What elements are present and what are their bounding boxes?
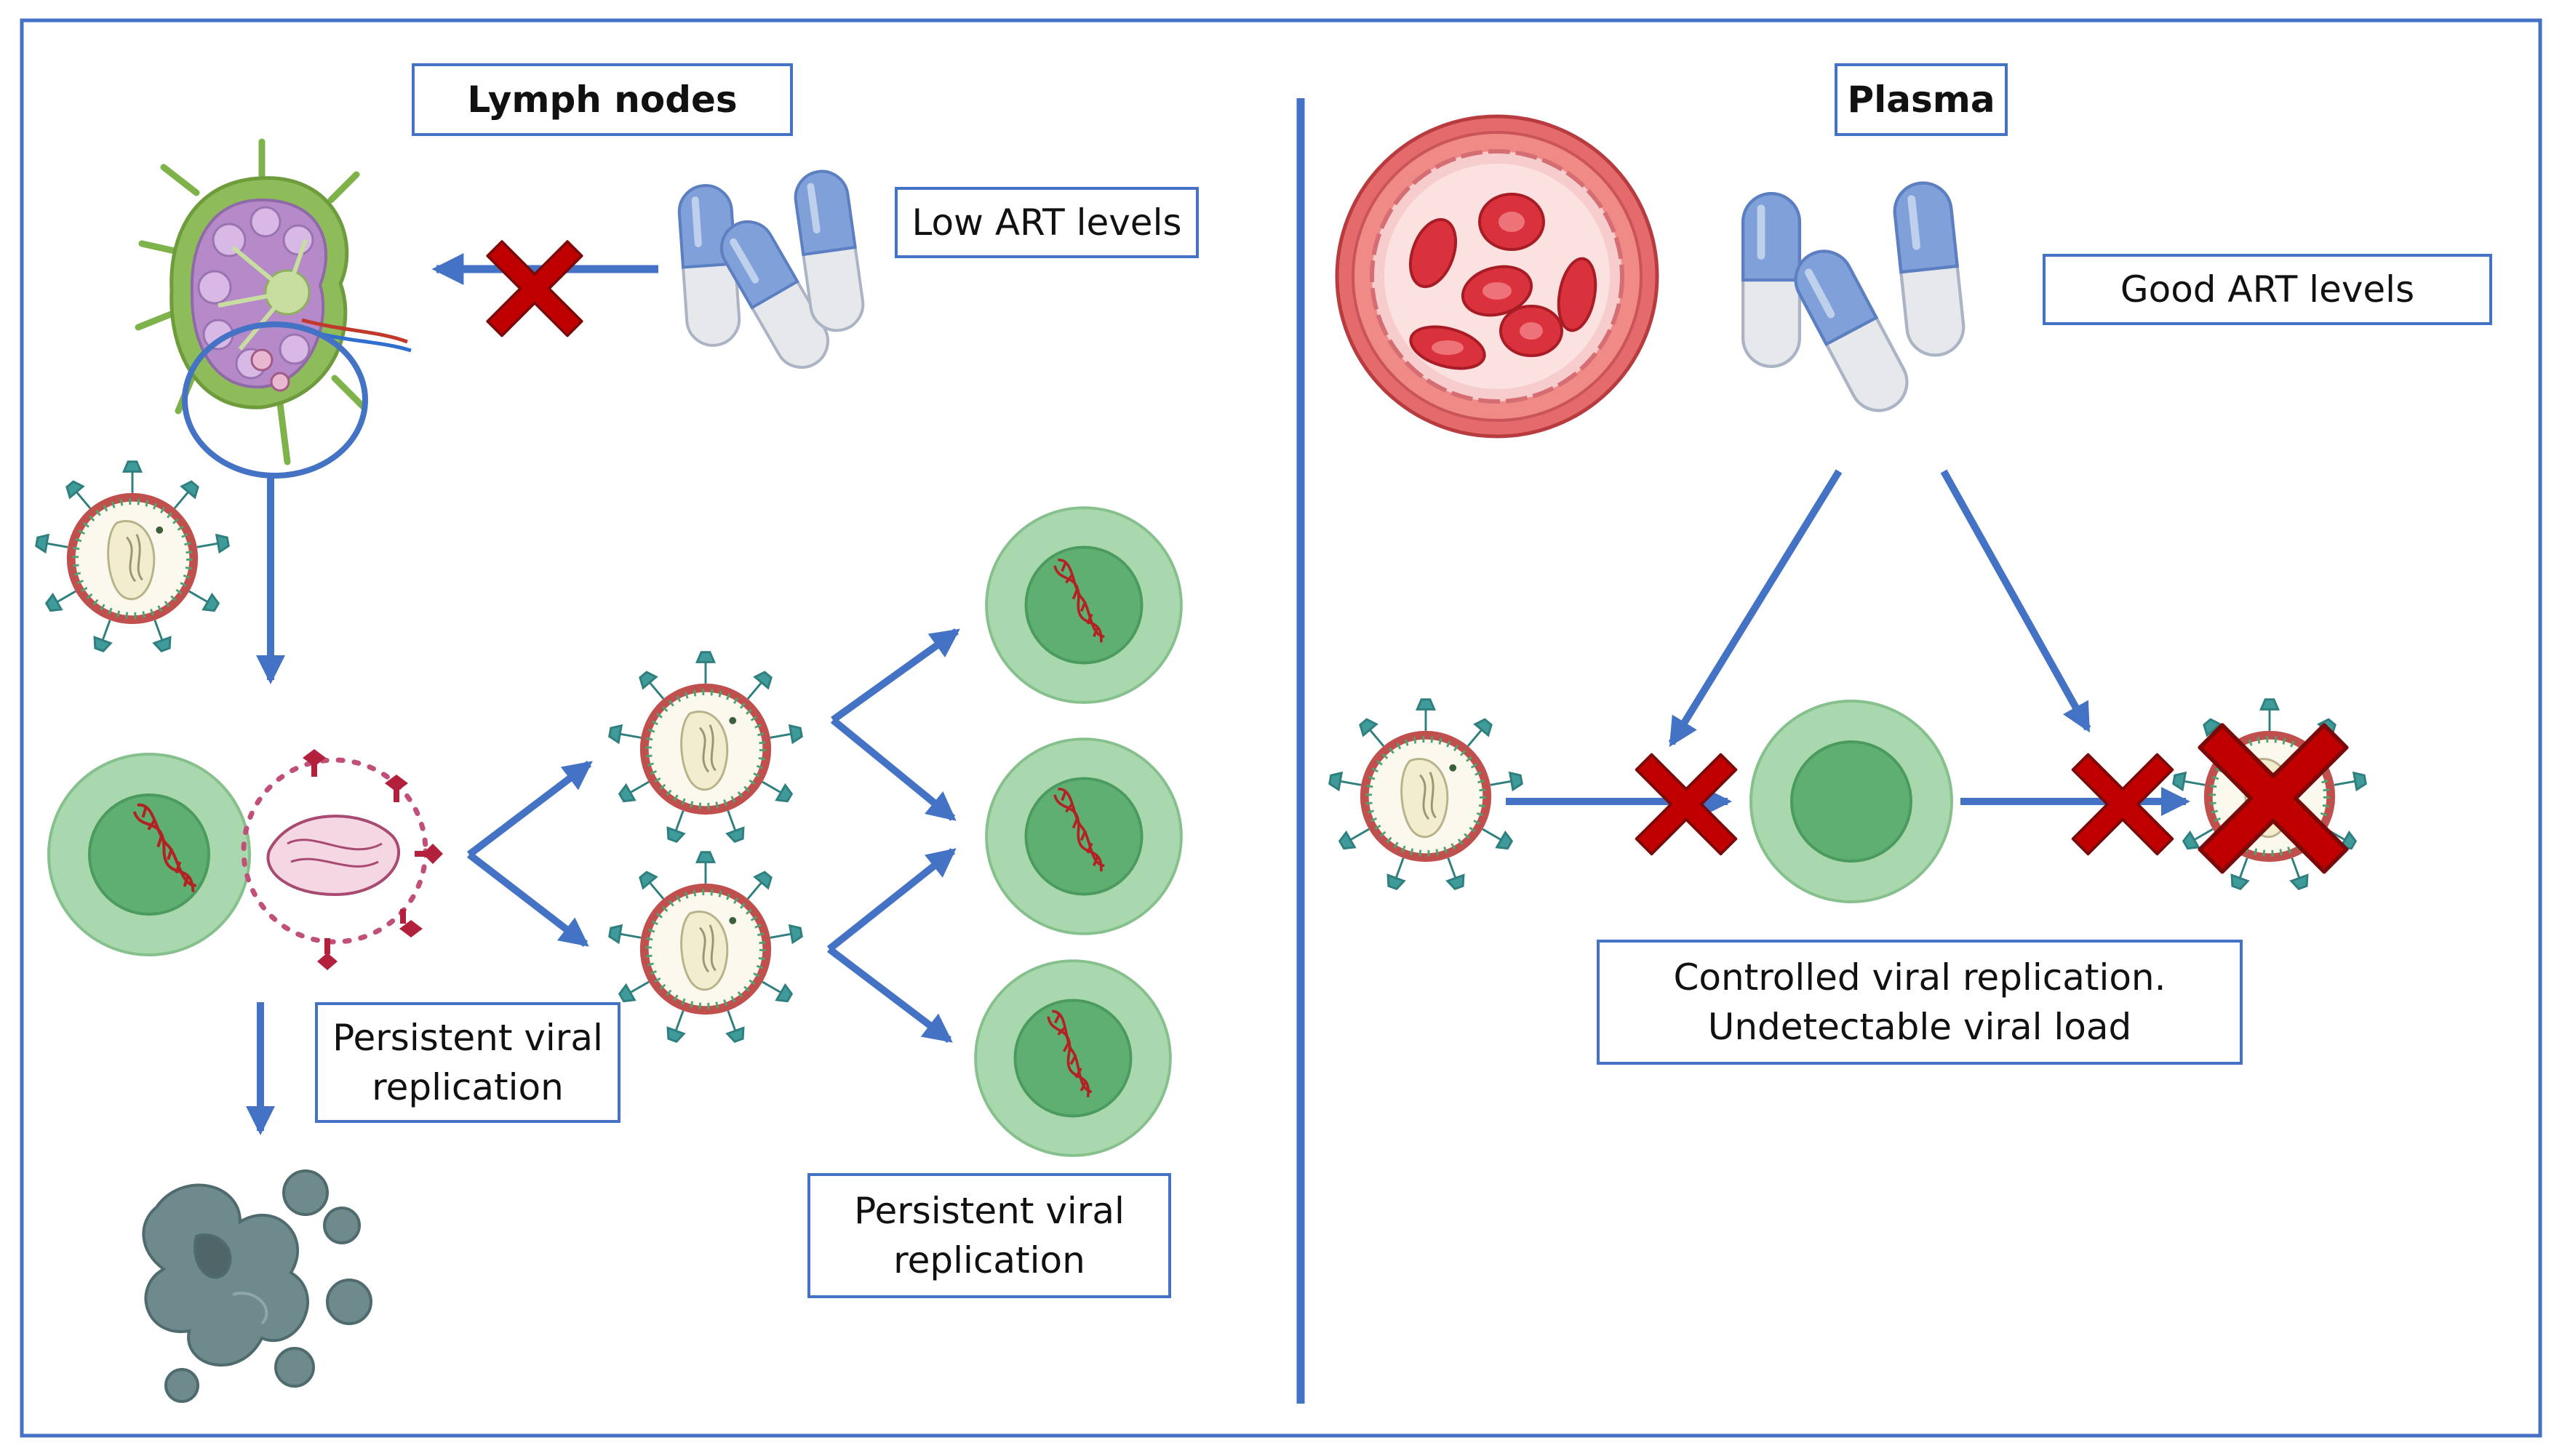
low-art-pills — [676, 167, 868, 379]
block-cross-lymph — [486, 240, 583, 337]
virus-progeny-top — [609, 652, 803, 844]
lymph-nodes-title: Lymph nodes — [412, 63, 793, 136]
budding-virus — [241, 749, 443, 970]
good-art-levels-label: Good ART levels — [2043, 254, 2492, 325]
arrow-art-to-virus-block — [1668, 469, 1843, 748]
arrow-virus-bottom-to-cell-3 — [826, 946, 953, 1043]
lymph-node-zoom-circle — [182, 321, 368, 479]
persistent-replication-label-1: Persistent viral replication — [315, 1002, 620, 1123]
good-art-pills — [1743, 180, 1966, 420]
arrow-virus-top-to-cell-1 — [831, 628, 960, 724]
virus-plasma — [1329, 700, 1523, 891]
arrow-to-virus-top — [466, 761, 593, 857]
infected-cell — [47, 753, 251, 956]
uninfected-cell-plasma — [1749, 700, 1953, 903]
low-art-levels-label: Low ART levels — [895, 187, 1199, 258]
dead-cell-debris — [142, 1169, 372, 1403]
outer-frame — [20, 18, 2542, 1438]
plasma-title: Plasma — [1835, 63, 2008, 136]
persistent-replication-label-2: Persistent viral replication — [807, 1173, 1171, 1298]
virus-progeny-bottom — [609, 852, 803, 1044]
blood-vessel-illustration — [1335, 114, 1659, 439]
arrow-to-virus-bottom — [466, 852, 589, 947]
virus-particle-entry — [36, 462, 230, 653]
arrow-virus-top-to-cell-2 — [830, 717, 957, 821]
controlled-replication-label: Controlled viral replication. Undetectab… — [1597, 940, 2243, 1065]
lymph-node-illustration — [135, 138, 412, 465]
arrow-virus-bottom-to-cell-2 — [826, 848, 957, 952]
arrow-art-to-cell-block — [1940, 469, 2091, 733]
